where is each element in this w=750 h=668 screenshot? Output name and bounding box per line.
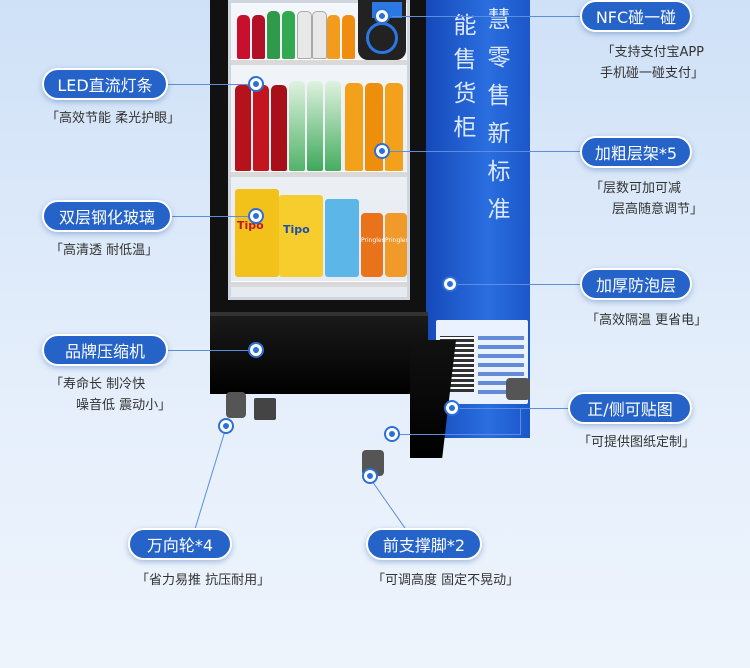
pringles-can-1: Pringles	[361, 213, 385, 277]
dot-compressor	[250, 344, 262, 356]
dot-nfc	[376, 10, 388, 22]
snack-bag	[325, 199, 359, 277]
line-foam	[452, 284, 580, 285]
desc-led-line-1: 「高效节能 柔光护眼」	[46, 111, 181, 126]
panel-text-right-3: 新	[487, 121, 511, 147]
dot-glass	[250, 210, 262, 222]
desc-sticker-line-1: 「可提供图纸定制」	[578, 435, 696, 450]
line-foot	[368, 475, 407, 531]
panel-text-left-2: 货	[453, 81, 477, 107]
vending-machine: 能 售 货 柜 慧 零 售 新 标 准	[210, 0, 530, 476]
line-led	[168, 84, 256, 85]
line-compressor	[168, 350, 256, 351]
desc-wheel: 「省力易推 抗压耐用」	[136, 570, 270, 591]
panel-text-right-1: 零	[487, 45, 511, 71]
desc-nfc-line-1: 「支持支付宝APP	[601, 45, 705, 60]
dot-wheel	[220, 420, 232, 432]
support-foot	[254, 398, 276, 420]
desc-glass: 「高清透 耐低温」	[50, 240, 158, 261]
panel-text-right-5: 准	[487, 197, 511, 223]
feature-sticker: 正/侧可贴图	[568, 392, 692, 424]
dot-foot	[364, 470, 376, 482]
desc-nfc-line-2: 手机碰一碰支付」	[600, 66, 705, 81]
feature-nfc: NFC碰一碰	[580, 0, 692, 32]
tipo-label-2: Tipo	[283, 223, 310, 236]
pringles-label-2: Pringles	[385, 237, 409, 244]
line-sticker-h	[392, 434, 521, 435]
bottle-row-1	[237, 3, 357, 59]
dot-led	[250, 78, 262, 90]
panel-text-right-4: 标	[487, 159, 511, 185]
feature-foot: 前支撑脚*2	[366, 528, 482, 560]
wheel-front-left	[226, 392, 246, 418]
desc-foam-line-1: 「高效隔温 更省电」	[586, 313, 708, 328]
feature-wheel: 万向轮*4	[128, 528, 232, 560]
panel-text-left-0: 能	[453, 13, 477, 39]
desc-foam: 「高效隔温 更省电」	[586, 310, 707, 331]
line-glass	[172, 216, 256, 217]
shelf-2	[231, 171, 407, 177]
wheel-front-right	[362, 450, 384, 476]
dot-sticker-front	[386, 428, 398, 440]
desc-sticker: 「可提供图纸定制」	[578, 432, 695, 453]
dot-sticker	[446, 402, 458, 414]
feature-compressor: 品牌压缩机	[42, 334, 168, 366]
line-shelf	[380, 151, 580, 152]
desc-foot-line-1: 「可调高度 固定不晃动」	[372, 573, 520, 588]
desc-nfc: 「支持支付宝APP 手机碰一碰支付」	[586, 42, 704, 84]
feature-foam: 加厚防泡层	[580, 268, 692, 300]
snack-row: Tipo Tipo Pringles Pringles	[235, 183, 407, 281]
nfc-ring-icon	[366, 22, 398, 54]
pringles-label-1: Pringles	[361, 237, 385, 244]
shelf-1	[231, 59, 407, 65]
feature-led: LED直流灯条	[42, 68, 168, 100]
desc-shelf-line-1: 「层数可加可减	[590, 181, 682, 196]
tipo-label-1: Tipo	[237, 219, 264, 232]
panel-text-left-3: 柜	[453, 115, 477, 141]
panel-text-left-1: 售	[453, 47, 477, 73]
desc-foot: 「可调高度 固定不晃动」	[372, 570, 519, 591]
dot-shelf	[376, 145, 388, 157]
feature-shelf: 加粗层架*5	[580, 136, 692, 168]
line-sticker-v	[520, 408, 521, 434]
desc-led: 「高效节能 柔光护眼」	[46, 108, 180, 129]
tipo-pack-1: Tipo	[235, 189, 279, 277]
desc-compressor-line-2: 噪音低 震动小」	[76, 398, 172, 413]
panel-text-right-2: 售	[487, 83, 511, 109]
wheel-back	[506, 378, 530, 400]
nfc-reader	[358, 0, 406, 60]
feature-glass: 双层钢化玻璃	[42, 200, 172, 232]
dot-foam	[444, 278, 456, 290]
line-nfc	[392, 16, 580, 17]
panel-text-right-0: 慧	[487, 7, 511, 33]
desc-glass-line-1: 「高清透 耐低温」	[50, 243, 159, 258]
shelf-3	[231, 281, 407, 287]
desc-compressor-line-1: 「寿命长 制冷快	[50, 377, 146, 392]
desc-wheel-line-1: 「省力易推 抗压耐用」	[136, 573, 271, 588]
pringles-can-2: Pringles	[385, 213, 407, 277]
desc-shelf-line-2: 层高随意调节」	[612, 202, 704, 217]
tipo-pack-2: Tipo	[279, 195, 323, 277]
desc-compressor: 「寿命长 制冷快 噪音低 震动小」	[50, 374, 171, 416]
compressor-base	[210, 312, 428, 394]
line-sticker	[452, 408, 568, 409]
desc-shelf: 「层数可加可减 层高随意调节」	[590, 178, 703, 220]
